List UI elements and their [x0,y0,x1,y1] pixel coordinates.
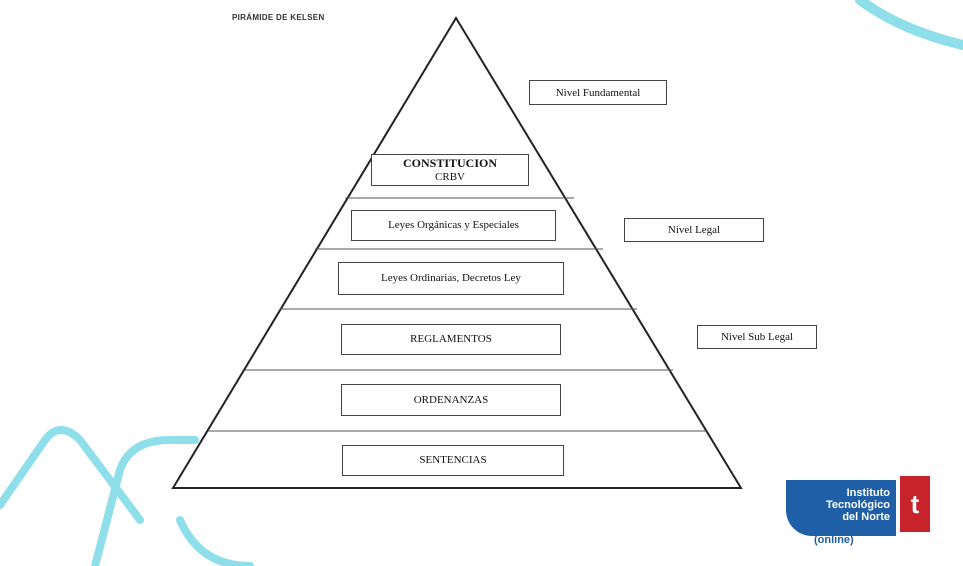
logo-line2: Tecnológico [826,499,890,511]
deco-stroke-top-right [855,0,963,50]
level-reglamentos-label: REGLAMENTOS [410,333,492,346]
label-nivel-sublegal: Nivel Sub Legal [697,325,817,349]
deco-stroke-left-2 [91,436,199,566]
institute-logo: Instituto Tecnológico del Norte t (onlin… [786,476,930,546]
level-leyes-organicas: Leyes Orgánicas y Especiales [351,210,556,241]
level-leyes-organicas-label: Leyes Orgánicas y Especiales [388,219,519,232]
level-sentencias: SENTENCIAS [342,445,564,476]
deco-stroke-left-1 [0,426,144,524]
level-leyes-ordinarias-label: Leyes Ordinarias, Decretos Ley [381,272,521,285]
label-nivel-fundamental: Nivel Fundamental [529,80,667,105]
logo-mark-icon: t [900,476,930,532]
level-ordenanzas-label: ORDENANZAS [413,393,489,406]
level-sentencias-label: SENTENCIAS [419,454,487,467]
level-constitucion-label: CONSTITUCION [402,156,498,171]
logo-text-block: Instituto Tecnológico del Norte [786,480,896,536]
level-constitucion-sub: CRBV [435,170,465,183]
logo-line3: del Norte [842,511,890,523]
level-leyes-ordinarias: Leyes Ordinarias, Decretos Ley [338,262,564,295]
level-ordenanzas: ORDENANZAS [341,384,561,416]
logo-line1: Instituto [846,487,890,499]
level-reglamentos: REGLAMENTOS [341,324,561,355]
label-nivel-legal: Nivel Legal [624,218,764,242]
diagram-title: PIRÁMIDE DE KELSEN [232,13,325,22]
logo-online: (online) [814,534,854,546]
level-constitucion: CONSTITUCION CRBV [371,154,529,186]
